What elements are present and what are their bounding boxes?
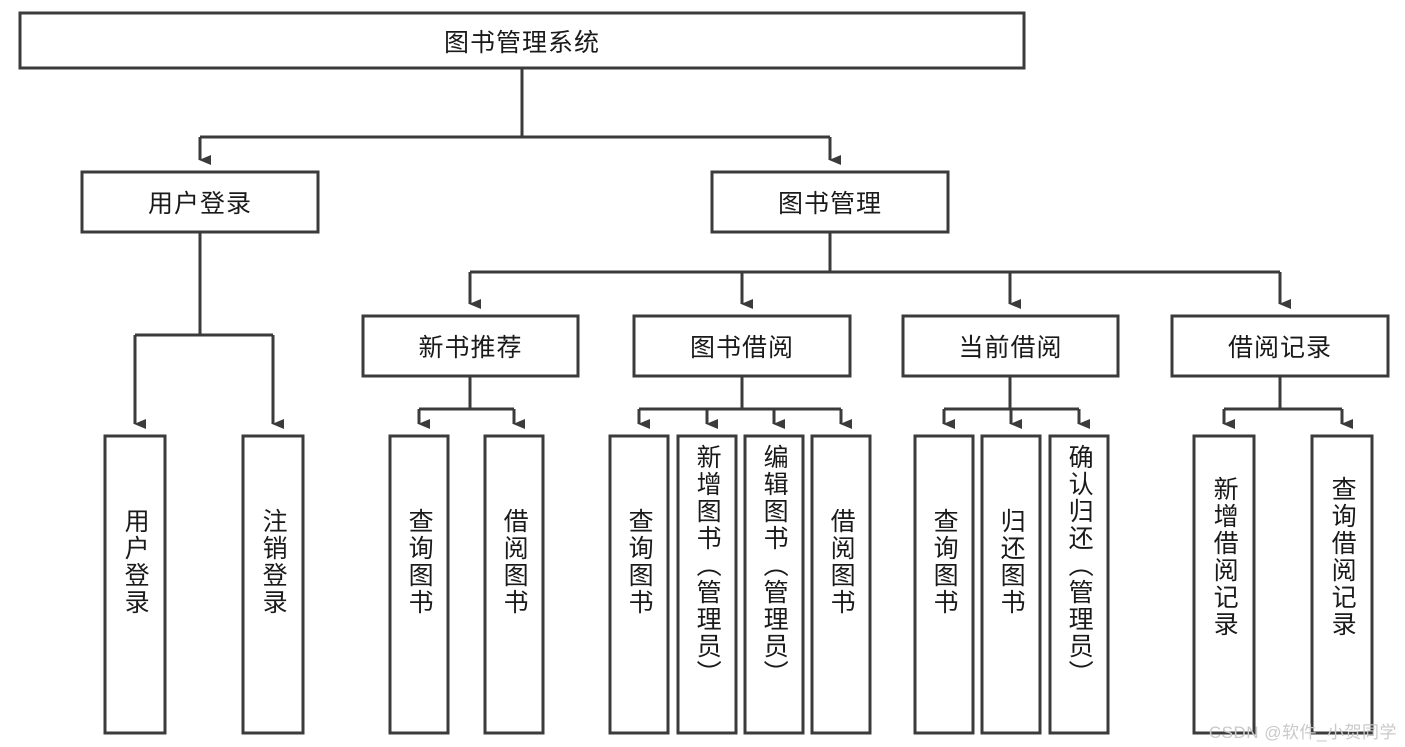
- connector-userlogin-to-leaves: [133, 232, 284, 429]
- connector-newbook-to-leaves: [417, 376, 525, 429]
- node-box-leaf-borrow-book-2[interactable]: [810, 434, 872, 735]
- node-box-leaf-add-book[interactable]: [676, 434, 738, 735]
- connector-bookborrow-to-leaves: [637, 376, 852, 429]
- node-box-leaf-query-book-2[interactable]: [608, 434, 670, 735]
- node-box-leaf-edit-book[interactable]: [743, 434, 805, 735]
- node-box-new-book-rec[interactable]: [361, 314, 580, 378]
- node-box-leaf-query-book-1[interactable]: [388, 434, 450, 735]
- csdn-watermark: CSDN @软件_小贺同学: [1208, 723, 1397, 742]
- node-box-book-manage[interactable]: [710, 170, 950, 234]
- connector-borrowrecord-to-leaves: [1222, 376, 1353, 429]
- node-box-leaf-return-book[interactable]: [980, 434, 1042, 735]
- connector-root-to-level1: [198, 68, 841, 165]
- node-box-book-borrow[interactable]: [632, 314, 852, 378]
- node-box-borrow-record[interactable]: [1170, 314, 1390, 378]
- node-box-leaf-confirm-return[interactable]: [1048, 434, 1110, 735]
- node-box-leaf-user-login[interactable]: [103, 434, 167, 735]
- connector-currentborrow-to-leaves: [942, 376, 1090, 429]
- node-box-leaf-query-record[interactable]: [1310, 434, 1374, 735]
- node-box-leaf-query-book-3[interactable]: [913, 434, 975, 735]
- node-box-root[interactable]: [18, 11, 1026, 70]
- connector-bookmanage-to-level2: [468, 232, 1291, 309]
- node-box-current-borrow[interactable]: [901, 314, 1120, 378]
- node-box-leaf-borrow-book-1[interactable]: [483, 434, 545, 735]
- node-box-leaf-add-record[interactable]: [1192, 434, 1256, 735]
- node-box-user-login[interactable]: [80, 170, 320, 234]
- node-box-leaf-logout[interactable]: [241, 434, 305, 735]
